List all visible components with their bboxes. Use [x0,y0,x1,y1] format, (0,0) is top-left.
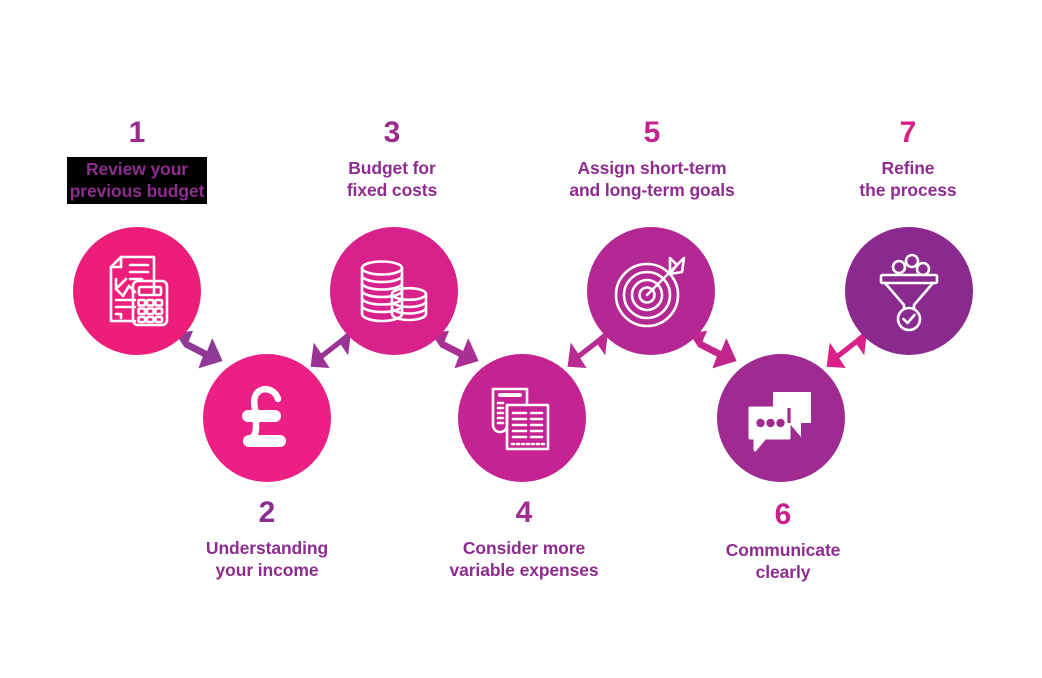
step-label-5: Assign short-term and long-term goals [569,158,735,201]
step-number-5: 5 [643,116,661,149]
document-calculator-icon [109,255,169,327]
arrow-2-to-3-shape [310,329,352,369]
step-circle-6[interactable] [717,354,845,482]
caption-step-6: 6 Communicate clearly [690,500,876,583]
step-label-3: Budget for fixed costs [346,158,438,201]
step-number-3: 3 [383,116,401,149]
step-number-6: 6 [774,498,792,531]
step-number-7: 7 [899,116,917,149]
step-circle-2[interactable] [203,354,331,482]
step-number-2: 2 [258,496,276,529]
arrow-4-to-5-shape [567,329,609,369]
caption-step-3: 3 Budget for fixed costs [296,118,488,201]
step-number-1: 1 [128,116,146,149]
arrow-6-to-7-shape [826,329,868,369]
arrow-6-to-7 [822,326,872,374]
arrow-4-to-5 [563,326,613,374]
step-label-2: Understanding your income [205,538,329,581]
funnel-check-icon [879,253,939,332]
caption-step-5: 5 Assign short-term and long-term goals [538,118,766,201]
arrow-1-to-2 [176,328,224,374]
caption-step-7: 7 Refine the process [812,118,1004,201]
step-circle-4[interactable] [458,354,586,482]
arrow-5-to-6-shape [690,330,737,369]
caption-step-1: 1 Review your previous budget [36,116,238,205]
step-label-1: Review your previous budget [66,157,208,205]
arrow-3-to-4-shape [432,330,479,369]
arrow-2-to-3 [306,326,356,374]
step-circle-7[interactable] [845,227,973,355]
coin-stacks-icon [360,260,428,323]
arrow-5-to-6 [690,328,738,374]
step-circle-5[interactable] [587,227,715,355]
step-label-4: Consider more variable expenses [449,538,599,581]
arrow-1-to-2-shape [176,330,223,369]
step-number-4: 4 [515,496,533,529]
step-circle-3[interactable] [330,227,458,355]
caption-step-4: 4 Consider more variable expenses [424,498,624,581]
pound-sterling-icon [242,385,286,447]
step-label-6: Communicate clearly [725,540,841,583]
step-circle-1[interactable] [73,227,201,355]
caption-step-2: 2 Understanding your income [172,498,362,581]
receipts-icon [491,387,550,451]
step-label-7: Refine the process [859,158,957,201]
speech-bubbles-icon [748,392,811,452]
target-arrow-icon [614,256,686,328]
arrow-3-to-4 [432,328,480,374]
